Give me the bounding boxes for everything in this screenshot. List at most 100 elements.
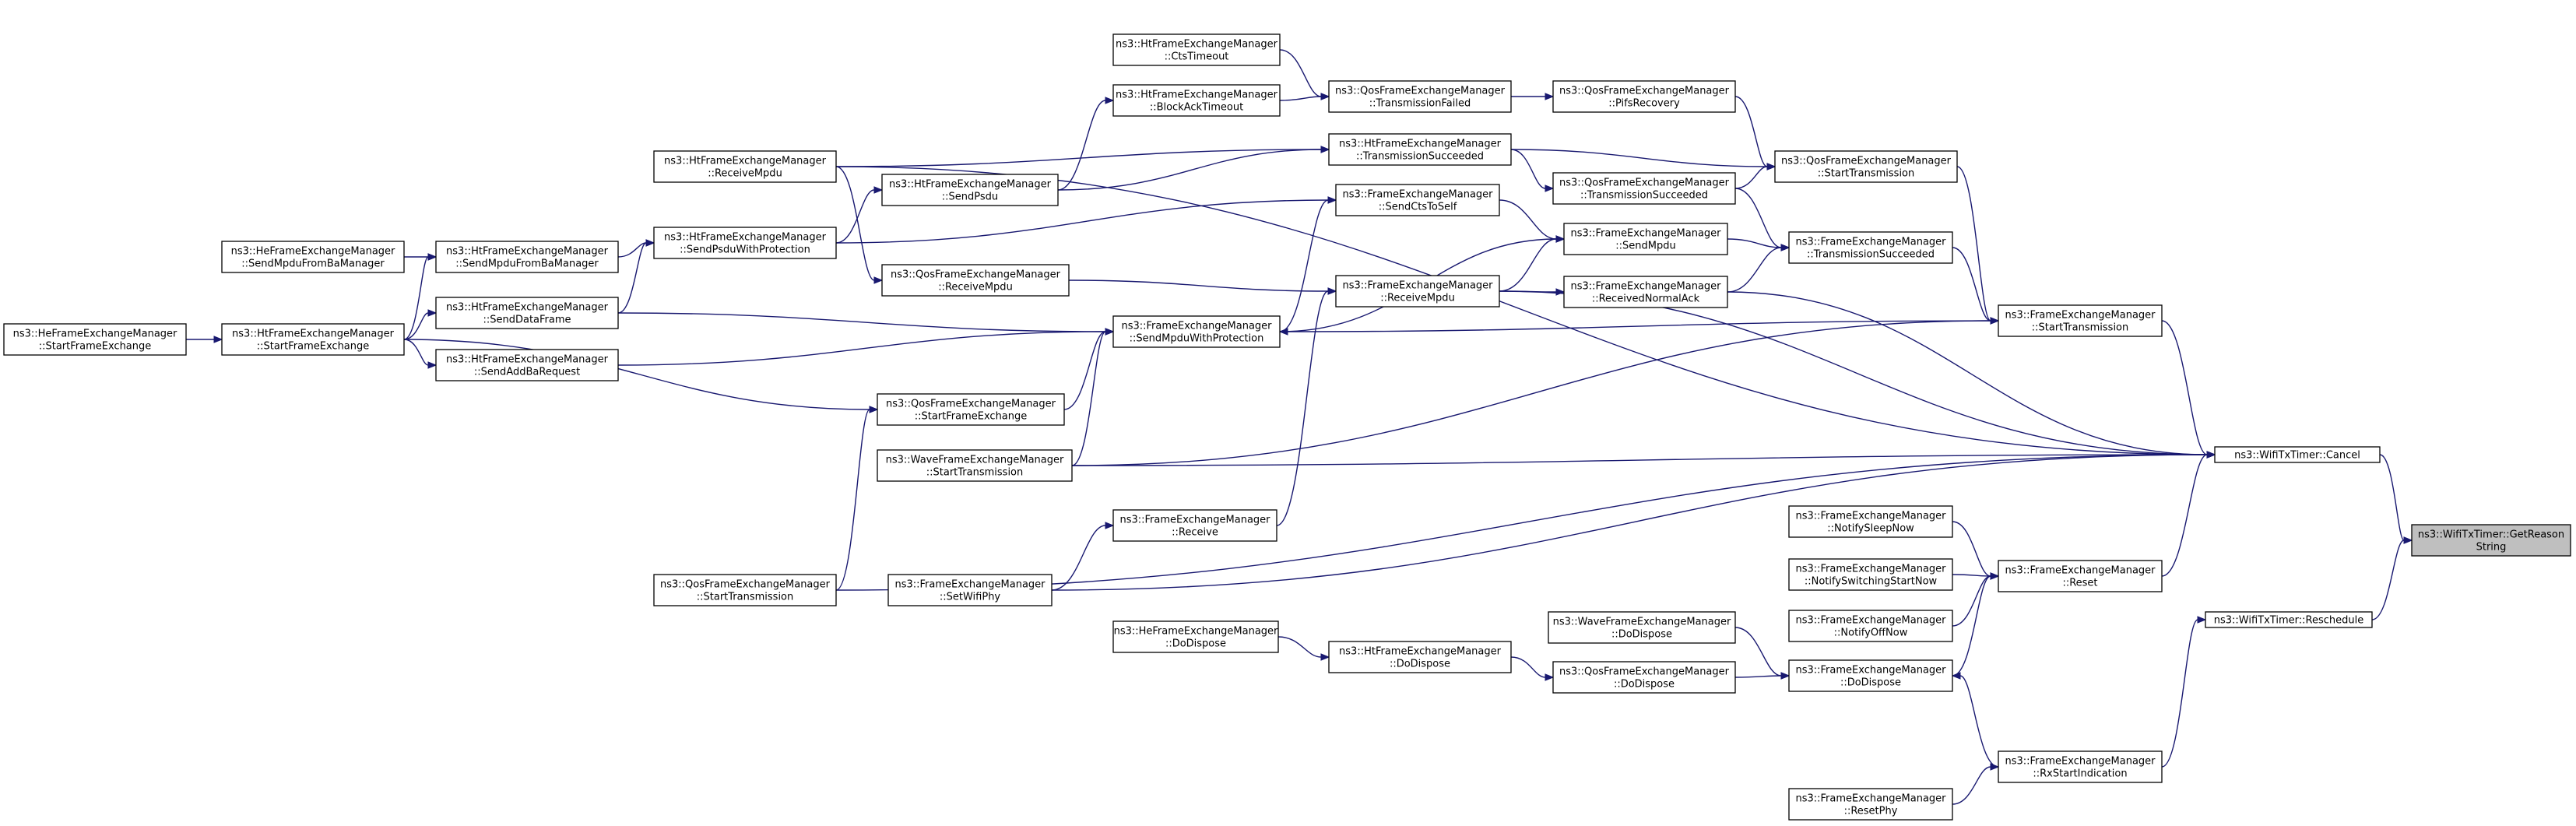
call-edge [1499, 288, 1566, 296]
edge-line [403, 339, 870, 410]
call-edge [2161, 451, 2216, 577]
arrowhead [1105, 97, 1115, 104]
graph-node[interactable]: ns3::FrameExchangeManager::ReceiveMpdu [1335, 275, 1500, 308]
graph-node[interactable]: ns3::HtFrameExchangeManager::SendAddBaRe… [435, 349, 619, 381]
edge-line [1734, 96, 1768, 167]
call-edge [2371, 536, 2413, 620]
graph-node[interactable]: ns3::HtFrameExchangeManager::ReceiveMpdu [653, 150, 837, 183]
edge-line [2161, 454, 2208, 577]
node-label: ::StartTransmission [697, 592, 794, 603]
graph-node[interactable]: ns3::HtFrameExchangeManager::SendPsduWit… [653, 227, 837, 259]
edge-line [1734, 188, 1782, 248]
node-label: ns3::HtFrameExchangeManager [446, 354, 609, 366]
graph-node[interactable]: ns3::FrameExchangeManager::Receive [1112, 509, 1277, 542]
graph-node[interactable]: ns3::FrameExchangeManager::TransmissionS… [1788, 231, 1953, 264]
edge-line [1952, 521, 1991, 577]
graph-node[interactable]: ns3::HtFrameExchangeManager::CtsTimeout [1112, 33, 1281, 66]
graph-node[interactable]: ns3::HeFrameExchangeManager::StartFrameE… [3, 323, 187, 356]
call-edge [617, 328, 1115, 366]
arrowhead [645, 239, 655, 247]
node-box [2411, 524, 2571, 557]
graph-node[interactable]: ns3::WifiTxTimer::Reschedule [2205, 611, 2373, 628]
node-label: ns3::FrameExchangeManager [1119, 515, 1270, 526]
node-label: ::DoDispose [1840, 677, 1901, 689]
node-label: ::TransmissionSucceeded [1580, 190, 1708, 202]
graph-node[interactable]: ns3::WaveFrameExchangeManager::DoDispose [1548, 611, 1736, 644]
edge-line [835, 166, 2208, 455]
graph-node[interactable]: ns3::FrameExchangeManager::ReceivedNorma… [1563, 276, 1728, 308]
node-label: ns3::HtFrameExchangeManager [664, 232, 827, 244]
graph-node[interactable]: ns3::QosFrameExchangeManager::PifsRecove… [1552, 80, 1736, 113]
call-edge [1510, 149, 1555, 192]
node-box [1328, 641, 1512, 673]
graph-node[interactable]: ns3::FrameExchangeManager::ResetPhy [1788, 788, 1953, 821]
node-label: ns3::HeFrameExchangeManager [13, 329, 177, 340]
node-label: ns3::FrameExchangeManager [1795, 564, 1946, 575]
graph-node[interactable]: ns3::WaveFrameExchangeManager::StartTran… [877, 449, 1073, 482]
graph-node[interactable]: ns3::HtFrameExchangeManager::SendPsdu [881, 174, 1059, 206]
node-label: ::StartFrameExchange [39, 341, 152, 353]
node-label: ::SendMpduFromBaManager [241, 258, 385, 270]
call-edge [1952, 763, 2000, 805]
node-box [1328, 133, 1512, 166]
call-edge [404, 253, 438, 261]
node-box [887, 574, 1053, 606]
call-edge [1063, 328, 1115, 410]
graph-node[interactable]: ns3::HeFrameExchangeManager::SendMpduFro… [221, 241, 405, 273]
graph-node[interactable]: ns3::FrameExchangeManager::RxStartIndica… [1998, 750, 2163, 783]
graph-node[interactable]: ns3::FrameExchangeManager::Reset [1998, 560, 2163, 592]
graph-node[interactable]: ns3::HtFrameExchangeManager::Transmissio… [1328, 133, 1512, 166]
graph-node[interactable]: ns3::QosFrameExchangeManager::StartTrans… [653, 574, 837, 606]
graph-node[interactable]: ns3::WifiTxTimer::Cancel [2214, 446, 2381, 463]
node-label: ns3::FrameExchangeManager [1342, 189, 1493, 201]
call-edge [835, 186, 884, 244]
node-box [1998, 750, 2163, 783]
graph-node[interactable]: ns3::QosFrameExchangeManager::Transmissi… [1552, 172, 1736, 205]
edge-line [403, 339, 429, 366]
node-box [1774, 150, 1958, 183]
graph-node[interactable]: ns3::HeFrameExchangeManager::DoDispose [1112, 620, 1279, 653]
edge-line [835, 199, 1329, 244]
graph-node[interactable]: ns3::QosFrameExchangeManager::StartTrans… [1774, 150, 1958, 183]
node-label: ::NotifySwitchingStartNow [1805, 576, 1938, 588]
graph-node[interactable]: ns3::FrameExchangeManager::DoDispose [1788, 659, 1953, 692]
graph-node[interactable]: ns3::QosFrameExchangeManager::ReceiveMpd… [881, 264, 1070, 297]
graph-node[interactable]: ns3::HtFrameExchangeManager::StartFrameE… [221, 323, 405, 356]
call-edge [2379, 454, 2413, 544]
node-label: ns3::HtFrameExchangeManager [664, 156, 827, 167]
node-box [435, 297, 619, 329]
node-label: ns3::FrameExchangeManager [2005, 565, 2156, 577]
edge-line [1277, 636, 1322, 658]
call-edge [1511, 93, 1555, 100]
graph-node[interactable]: ns3::QosFrameExchangeManager::Transmissi… [1328, 80, 1512, 113]
edge-line [1071, 320, 1991, 466]
node-layer: ns3::WifiTxTimer::GetReasonStringns3::Wi… [3, 33, 2571, 821]
node-box [653, 227, 837, 259]
edge-line [2379, 454, 2405, 541]
graph-node[interactable]: ns3::FrameExchangeManager::NotifySleepNo… [1788, 505, 1953, 538]
node-label: ::SendMpdu [1615, 241, 1675, 252]
graph-node[interactable]: ns3::FrameExchangeManager::SendCtsToSelf [1335, 184, 1500, 216]
graph-node[interactable]: ns3::FrameExchangeManager::SetWifiPhy [887, 574, 1053, 606]
node-label: ::SendAddBaRequest [474, 367, 580, 378]
graph-node[interactable]: ns3::QosFrameExchangeManager::StartFrame… [877, 393, 1065, 426]
graph-node[interactable]: ns3::FrameExchangeManager::SendMpduWithP… [1112, 315, 1281, 348]
graph-node[interactable]: ns3::FrameExchangeManager::StartTransmis… [1998, 304, 2163, 337]
graph-node[interactable]: ns3::HtFrameExchangeManager::BlockAckTim… [1112, 84, 1281, 117]
graph-node[interactable]: ns3::QosFrameExchangeManager::DoDispose [1552, 661, 1736, 694]
graph-node[interactable]: ns3::FrameExchangeManager::NotifySwitchi… [1788, 558, 1953, 591]
call-edge [1734, 96, 1776, 170]
node-box [2205, 611, 2373, 628]
arrowhead [2197, 616, 2207, 624]
graph-node[interactable]: ns3::HtFrameExchangeManager::DoDispose [1328, 641, 1512, 673]
graph-node[interactable]: ns3::HtFrameExchangeManager::SendMpduFro… [435, 241, 619, 273]
node-label: ns3::FrameExchangeManager [1342, 280, 1493, 292]
edge-line [2161, 320, 2208, 455]
graph-node[interactable]: ns3::FrameExchangeManager::NotifyOffNow [1788, 610, 1953, 642]
node-label: ::NotifySleepNow [1827, 523, 1914, 535]
graph-node[interactable]: ns3::HtFrameExchangeManager::SendDataFra… [435, 297, 619, 329]
call-edge [1952, 247, 2000, 325]
graph-node[interactable]: ns3::FrameExchangeManager::SendMpdu [1563, 223, 1728, 255]
arrowhead [1105, 522, 1115, 529]
